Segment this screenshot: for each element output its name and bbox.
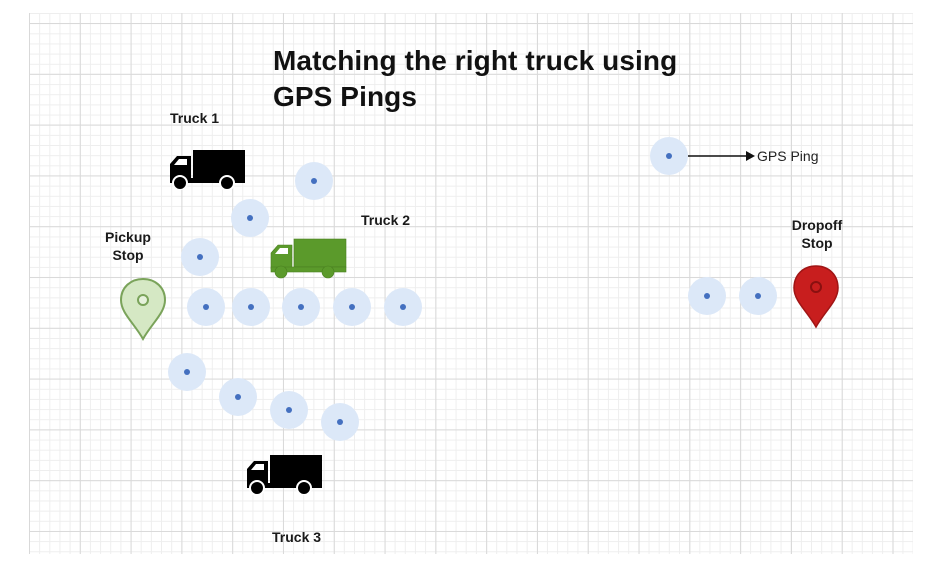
gps-ping-icon <box>295 162 333 200</box>
gps-ping-icon <box>231 199 269 237</box>
diagram-title: Matching the right truck using GPS Pings <box>273 43 677 115</box>
gps-ping-icon <box>282 288 320 326</box>
truck-3-icon <box>247 455 322 495</box>
pickup-stop-label: Pickup Stop <box>100 228 156 264</box>
dropoff-pin-icon <box>793 265 839 329</box>
gps-ping-icon <box>321 403 359 441</box>
gps-ping-icon <box>168 353 206 391</box>
dropoff-stop-label: Dropoff Stop <box>786 216 848 252</box>
truck-2-icon <box>270 238 347 279</box>
gps-ping-icon <box>688 277 726 315</box>
pickup-label-line-2: Stop <box>112 247 144 263</box>
dropoff-label-line-2: Stop <box>801 235 833 251</box>
gps-ping-icon <box>739 277 777 315</box>
gps-ping-icon <box>181 238 219 276</box>
legend-gps-ping-icon <box>650 137 688 175</box>
legend-label: GPS Ping <box>757 148 819 164</box>
dropoff-label-line-1: Dropoff <box>791 217 843 233</box>
truck-1-icon <box>170 150 245 190</box>
gps-ping-icon <box>187 288 225 326</box>
gps-ping-icon <box>232 288 270 326</box>
title-line-1: Matching the right truck using <box>273 45 678 76</box>
pickup-label-line-1: Pickup <box>105 229 151 245</box>
title-line-2: GPS Pings <box>273 81 418 112</box>
gps-ping-icon <box>270 391 308 429</box>
arrow-icon <box>688 151 755 161</box>
pickup-pin-icon <box>119 277 167 342</box>
truck-1-label: Truck 1 <box>170 110 220 126</box>
truck-2-label: Truck 2 <box>361 212 411 228</box>
truck-3-label: Truck 3 <box>272 529 322 545</box>
gps-ping-icon <box>384 288 422 326</box>
gps-ping-icon <box>219 378 257 416</box>
gps-ping-icon <box>333 288 371 326</box>
